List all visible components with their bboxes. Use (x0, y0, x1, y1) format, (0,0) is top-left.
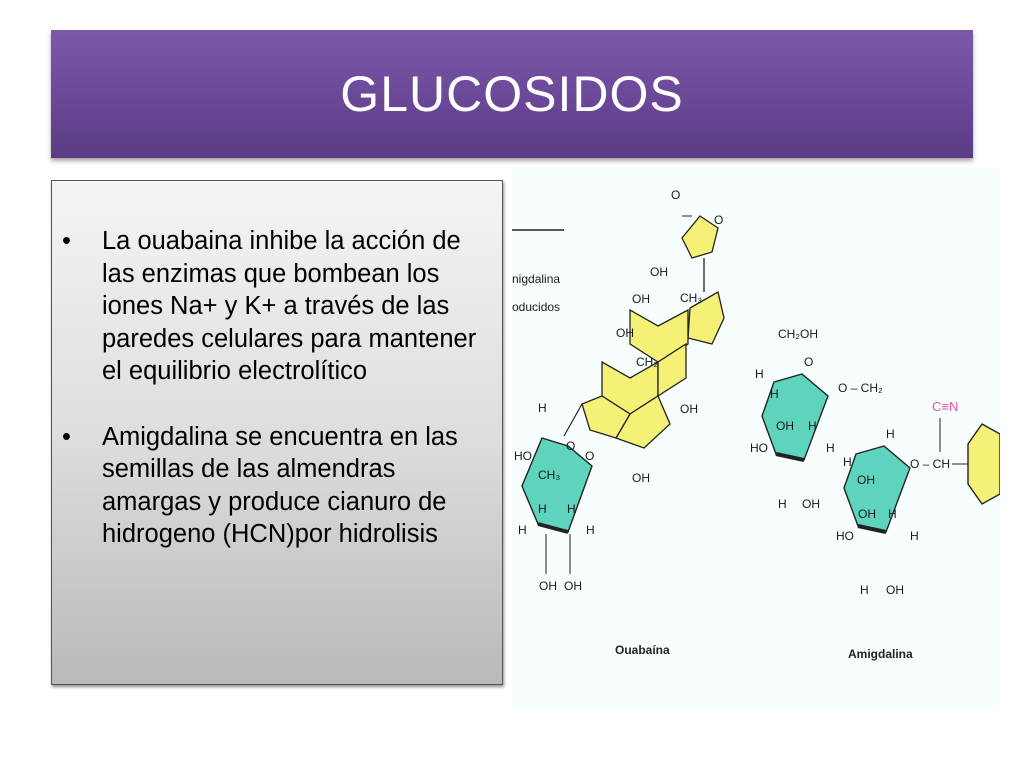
atom-h: H (778, 497, 787, 511)
atom-h: H (538, 401, 547, 415)
atom-ho: HO (514, 449, 532, 463)
lactone-ring (681, 215, 719, 259)
atom-ho: HO (750, 441, 768, 455)
atom-h: H (860, 583, 869, 597)
title-bar: GLUCOSIDOS (51, 30, 973, 158)
edge-text-1: nigdalina (512, 272, 560, 286)
bullet-item-ouabaina: • La ouabaina inhibe la acción de las enz… (60, 225, 490, 388)
atom-ch2: CH₂ (636, 355, 658, 369)
atom-oh: OH (539, 579, 557, 593)
ouabaina-sugar-ring (521, 437, 593, 533)
structures-svg: nigdalina oducidos O O OH OH CH₃ OH CH₂ … (512, 188, 1000, 661)
atom-o-ch2: O – CH₂ (838, 381, 883, 395)
atom-o: O (585, 449, 594, 463)
chemical-structures-figure: nigdalina oducidos O O OH OH CH₃ OH CH₂ … (512, 168, 1000, 710)
atom-ho: HO (836, 529, 854, 543)
amigdalina-structure: CH₂OH O H H OH H HO H H OH O – CH₂ H H O… (750, 327, 1000, 597)
atom-h: H (888, 507, 897, 521)
amigdalina-caption: Amigdalina (848, 647, 913, 661)
atom-oh: OH (886, 583, 904, 597)
atom-oh: OH (776, 419, 794, 433)
atom-h: H (808, 419, 817, 433)
bullet-icon: • (62, 227, 71, 255)
atom-h: H (826, 441, 835, 455)
atom-h: H (586, 523, 595, 537)
atom-oh: OH (858, 507, 876, 521)
atom-o: O (714, 213, 723, 227)
atom-oh: OH (650, 265, 668, 279)
edge-text-2: oducidos (512, 300, 560, 314)
ouabaina-caption: Ouabaína (615, 643, 670, 657)
atom-ch2oh: CH₂OH (778, 327, 818, 341)
atom-ch3: CH₃ (538, 468, 560, 482)
atom-o: O (671, 188, 680, 202)
atom-h: H (755, 367, 764, 381)
bullet-item-amigdalina: • Amigdalina se encuentra en las semillas… (60, 421, 490, 551)
atom-h: H (910, 529, 919, 543)
atom-oh: OH (632, 471, 650, 485)
atom-o: O (566, 439, 575, 453)
bullet-text: Amigdalina se encuentra en las semillas … (102, 422, 458, 549)
atom-h: H (518, 523, 527, 537)
atom-oh: OH (680, 402, 698, 416)
atom-h: H (886, 427, 895, 441)
atom-cn: C≡N (932, 399, 958, 414)
atom-h: H (567, 502, 576, 516)
ring-b2 (657, 342, 687, 398)
ouabaina-structure: O O OH OH CH₃ OH CH₂ OH OH O H O HO CH₃ … (514, 188, 725, 593)
bullet-text: La ouabaina inhibe la acción de las enzi… (102, 227, 477, 385)
atom-oh: OH (802, 497, 820, 511)
atom-oh: OH (616, 326, 634, 340)
ring-a (581, 395, 631, 439)
bullet-list: • La ouabaina inhibe la acción de las enz… (60, 225, 490, 551)
atom-h: H (538, 502, 547, 516)
atom-o: O (804, 355, 813, 369)
benzene-ring (967, 423, 1000, 505)
atom-h: H (843, 455, 852, 469)
atom-h: H (770, 387, 779, 401)
atom-oh: OH (564, 579, 582, 593)
atom-o-ch: O – CH (910, 457, 950, 471)
amigdalina-sugar-ring-2 (843, 445, 911, 533)
atom-ch3: CH₃ (680, 291, 702, 305)
bullet-icon: • (62, 422, 71, 451)
atom-oh: OH (857, 473, 875, 487)
bullet-text-box: • La ouabaina inhibe la acción de las enz… (51, 180, 503, 685)
slide-title: GLUCOSIDOS (340, 66, 684, 122)
atom-oh: OH (632, 292, 650, 306)
